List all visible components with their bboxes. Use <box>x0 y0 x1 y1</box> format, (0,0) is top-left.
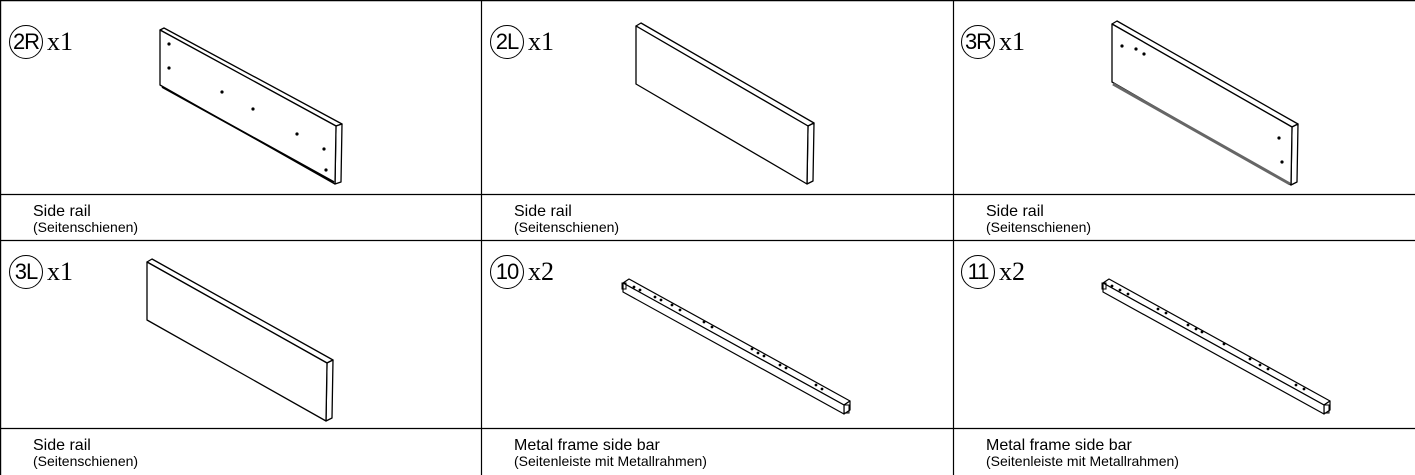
part-name: Metal frame side bar <box>986 437 1132 454</box>
side-rail-2L-drawing <box>635 22 815 185</box>
part-name: Side rail <box>986 203 1044 220</box>
part-name-german: (Seitenleiste mit Metallrahmen) <box>514 453 707 469</box>
side-rail-3L-drawing <box>146 258 334 422</box>
metal-bar-11-drawing <box>1101 278 1331 415</box>
side-rail-3R-drawing <box>1111 20 1299 186</box>
part-quantity: x1 <box>47 257 73 286</box>
part-quantity: x1 <box>528 27 554 56</box>
part-name: Metal frame side bar <box>514 437 660 454</box>
part-number-circle: 10 <box>490 255 524 289</box>
part-name: Side rail <box>33 203 91 220</box>
part-number-circle: 3R <box>961 25 995 59</box>
part-name: Side rail <box>514 203 572 220</box>
part-quantity: x1 <box>47 27 73 56</box>
part-name-german: (Seitenleiste mit Metallrahmen) <box>986 453 1179 469</box>
part-quantity: x2 <box>528 257 554 286</box>
part-name-german: (Seitenschienen) <box>514 219 620 235</box>
part-number-circle: 3L <box>9 255 43 289</box>
part-number-circle: 2R <box>9 25 43 59</box>
part-quantity: x2 <box>999 257 1025 286</box>
part-name-german: (Seitenschienen) <box>33 453 139 469</box>
part-name-german: (Seitenschienen) <box>986 219 1092 235</box>
metal-bar-10-drawing <box>621 278 851 415</box>
part-number-circle: 11 <box>961 255 995 289</box>
part-number-circle: 2L <box>490 25 524 59</box>
side-rail-2R-drawing <box>159 27 343 185</box>
part-name: Side rail <box>33 437 91 454</box>
part-quantity: x1 <box>999 27 1025 56</box>
part-name-german: (Seitenschienen) <box>33 219 139 235</box>
